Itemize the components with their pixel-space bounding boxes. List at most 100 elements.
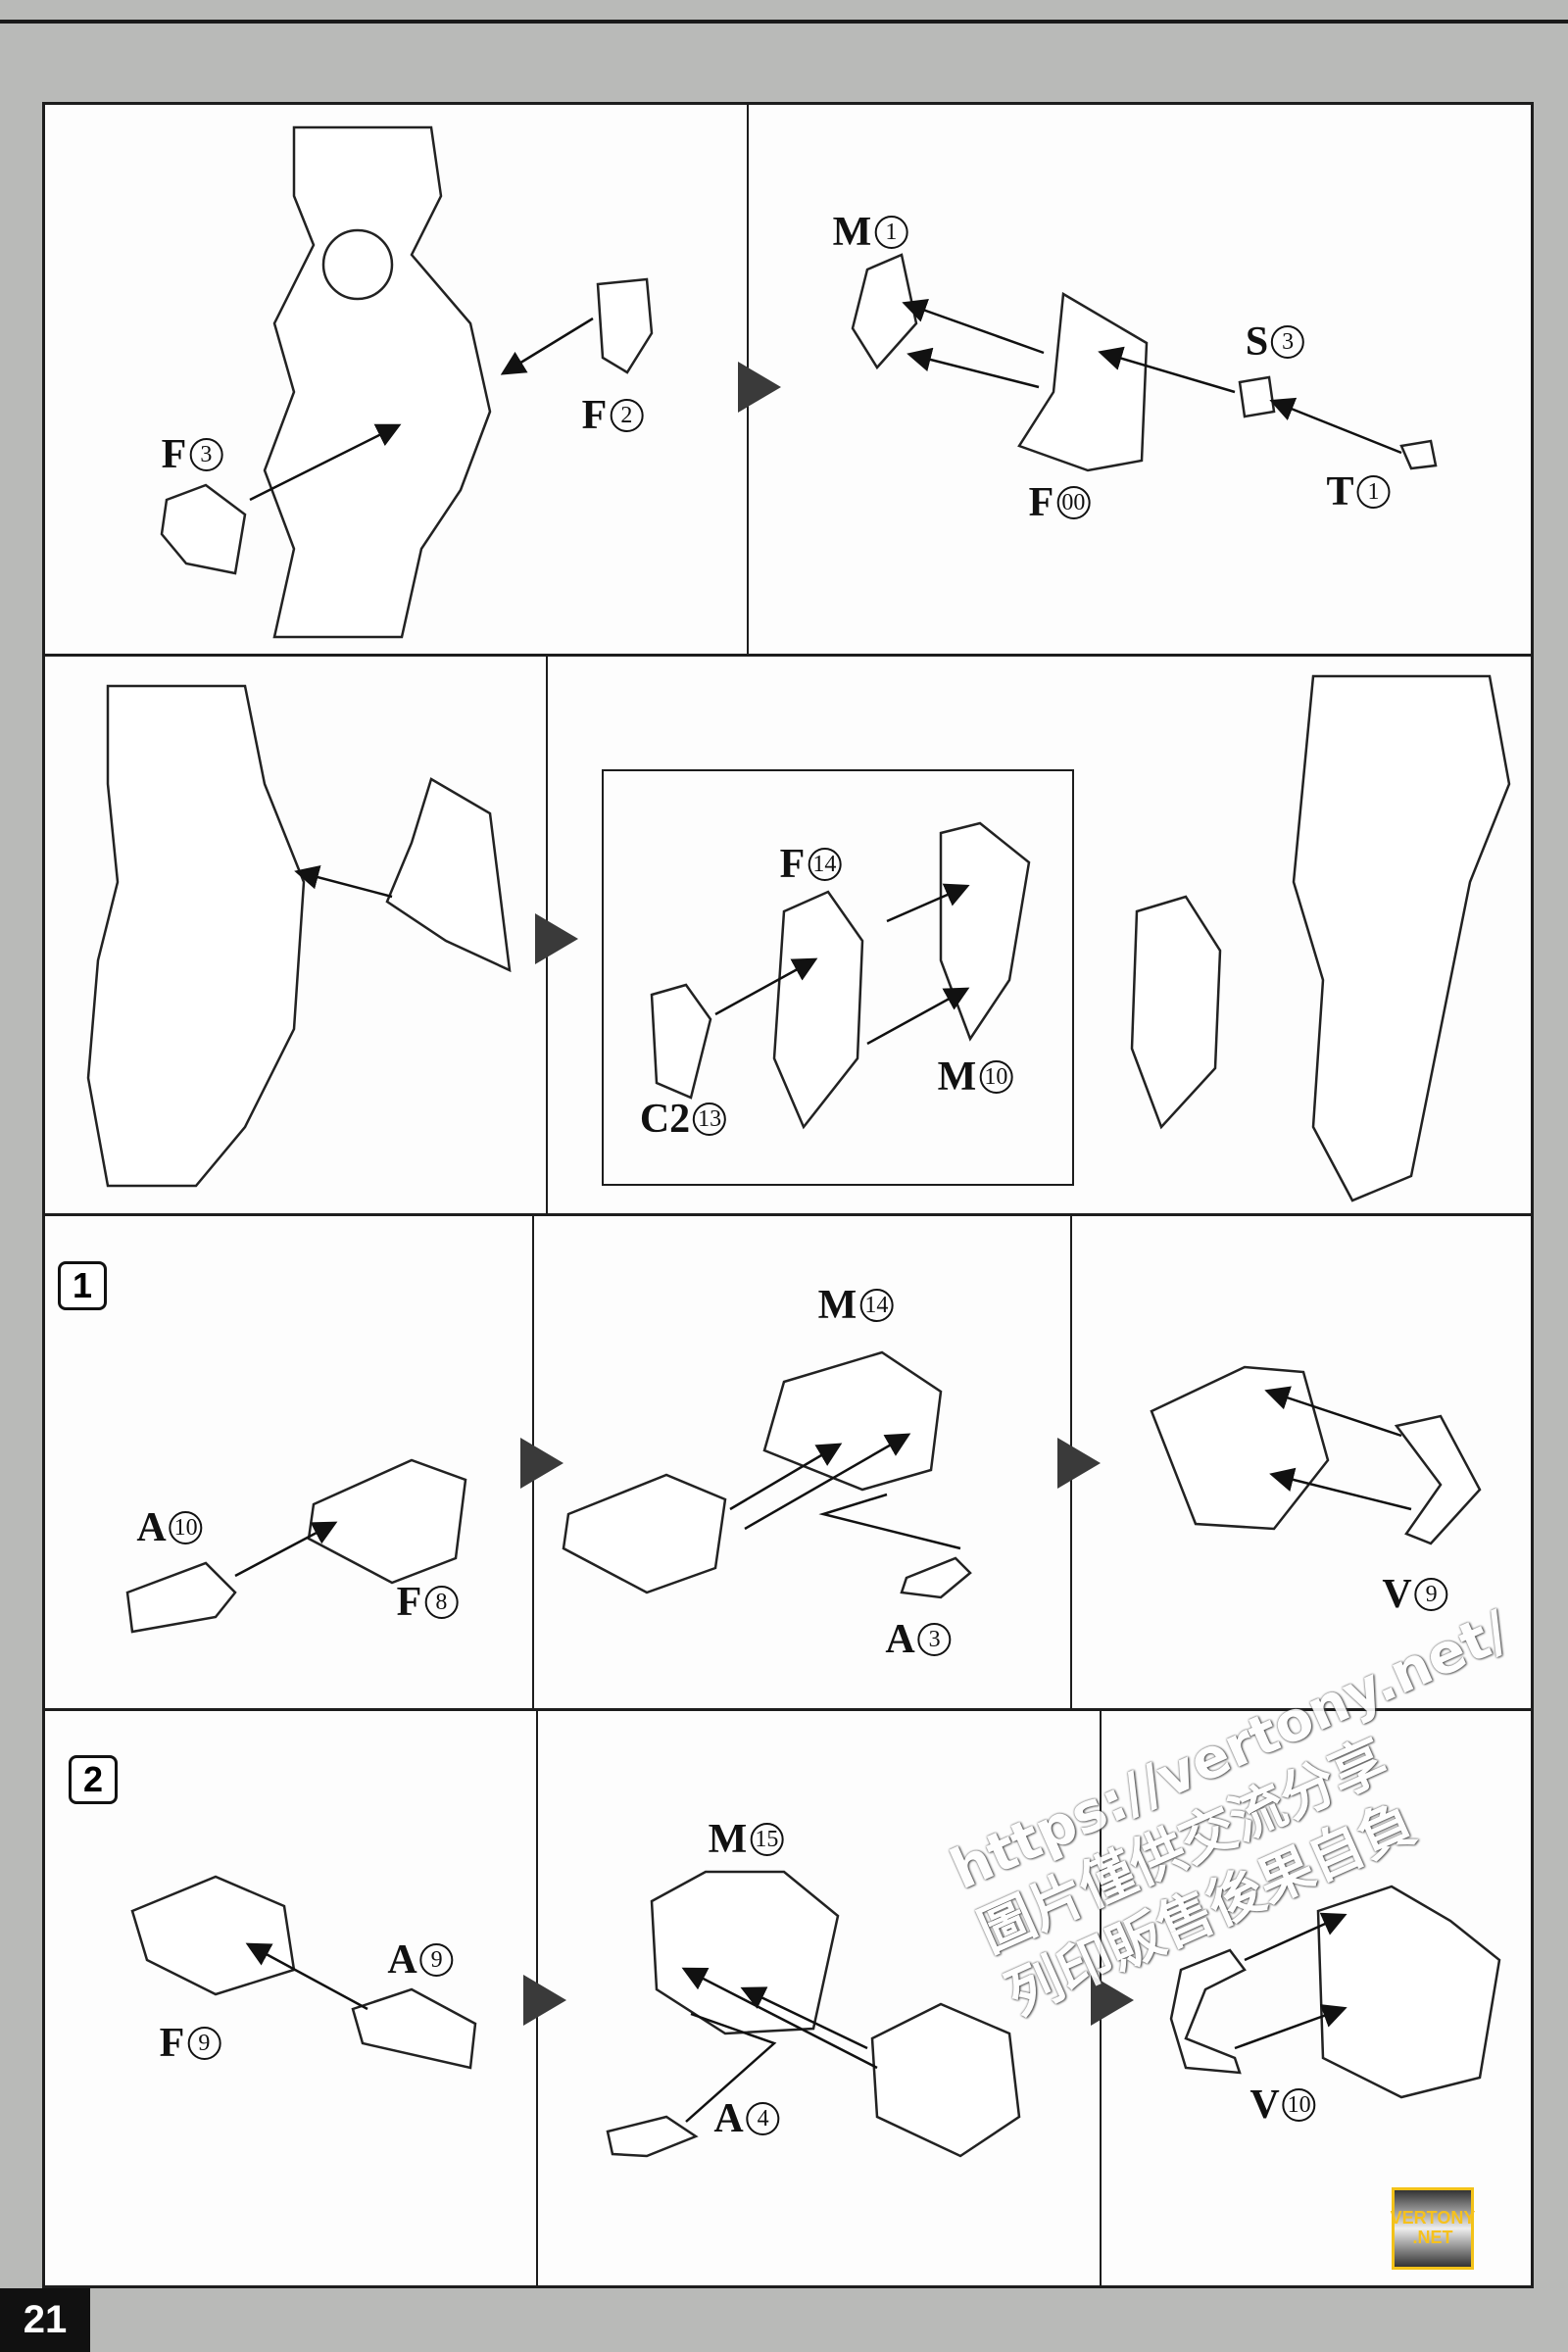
part-number: 10 xyxy=(1282,2088,1316,2122)
part-number: 3 xyxy=(1271,325,1305,359)
part-a4 xyxy=(606,2115,699,2158)
part-number: 14 xyxy=(808,848,842,881)
v-frame-assembly xyxy=(1150,1365,1330,1531)
part-letter: M xyxy=(817,1283,858,1328)
next-step-arrow-icon xyxy=(520,1438,564,1489)
part-f9-assembled xyxy=(870,2002,1021,2158)
part-letter: F xyxy=(159,2021,185,2066)
step-number: 1 xyxy=(58,1261,107,1310)
part-number: 2 xyxy=(610,399,644,432)
part-letter: A xyxy=(713,2096,744,2141)
part-letter: T xyxy=(1326,469,1354,514)
row-divider xyxy=(42,1213,1534,1216)
part-s3 xyxy=(1238,375,1276,418)
logo-text: .NET xyxy=(1412,2228,1453,2247)
part-letter: F xyxy=(396,1580,422,1625)
part-number: 9 xyxy=(1414,1578,1448,1611)
part-letter: V xyxy=(1382,1572,1412,1617)
part-number: 9 xyxy=(187,2027,221,2060)
next-step-arrow-icon xyxy=(523,1975,566,2026)
part-letter: M xyxy=(832,210,872,255)
part-number: 15 xyxy=(750,1823,784,1856)
sub-assembly-box xyxy=(602,769,1074,1186)
row-divider xyxy=(42,654,1534,657)
part-letter: F xyxy=(779,842,806,887)
part-f14 xyxy=(772,890,864,1130)
page-number: 21 xyxy=(0,2288,90,2352)
part-f2 xyxy=(596,277,654,374)
vertony-logo: VERTONY .NET xyxy=(1390,2187,1476,2270)
part-letter: A xyxy=(387,1937,417,1983)
part-number: 4 xyxy=(746,2102,780,2135)
part-v9 xyxy=(1394,1414,1482,1545)
part-number: 14 xyxy=(859,1289,894,1322)
assembled-knee-armor xyxy=(1130,895,1222,1130)
part-f00 xyxy=(1017,291,1149,472)
leg-assembly xyxy=(263,125,492,639)
part-m14 xyxy=(762,1350,943,1492)
part-m15 xyxy=(650,1870,840,2035)
part-v10 xyxy=(1169,1948,1247,2075)
leg-assembly xyxy=(1292,674,1511,1202)
part-letter: F xyxy=(581,393,608,438)
part-letter: M xyxy=(937,1054,977,1100)
leg-assembly xyxy=(86,684,306,1188)
part-a9 xyxy=(351,1987,477,2070)
part-letter: A xyxy=(885,1617,915,1662)
part-m10 xyxy=(939,821,1031,1042)
v-frame-assembly xyxy=(1316,1885,1501,2099)
part-number: 00 xyxy=(1056,486,1091,519)
part-f3 xyxy=(160,483,247,575)
part-c2-13 xyxy=(650,983,712,1100)
part-number: 3 xyxy=(917,1623,952,1656)
part-f8-assembled xyxy=(562,1473,727,1594)
part-letter: S xyxy=(1245,319,1269,365)
part-letter: V xyxy=(1250,2082,1280,2128)
part-letter: F xyxy=(1028,480,1054,525)
next-step-arrow-icon xyxy=(1057,1438,1101,1489)
part-number: 9 xyxy=(419,1943,454,1977)
part-number: 13 xyxy=(693,1102,727,1136)
part-number: 10 xyxy=(169,1511,203,1544)
row-divider xyxy=(42,1708,1534,1711)
part-f9 xyxy=(130,1875,296,1996)
knee-armor xyxy=(385,777,512,973)
part-letter: A xyxy=(136,1505,167,1550)
next-step-arrow-icon xyxy=(1091,1975,1134,2026)
part-number: 1 xyxy=(1356,475,1391,509)
top-rule xyxy=(0,20,1568,24)
part-letter: F xyxy=(161,432,187,477)
logo-text: VERTONY xyxy=(1390,2208,1476,2229)
part-number: 3 xyxy=(189,438,223,471)
next-step-arrow-icon xyxy=(738,362,781,413)
part-a3 xyxy=(900,1556,972,1599)
part-letter: M xyxy=(708,1817,748,1862)
part-number: 1 xyxy=(874,216,908,249)
part-letter: C2 xyxy=(639,1097,691,1142)
part-t1 xyxy=(1399,439,1438,470)
part-a10 xyxy=(125,1561,237,1634)
hip-joint xyxy=(321,228,394,301)
part-m1 xyxy=(851,253,918,370)
part-f8 xyxy=(307,1458,467,1585)
step-number: 2 xyxy=(69,1755,118,1804)
part-number: 10 xyxy=(979,1060,1013,1094)
part-number: 8 xyxy=(424,1586,459,1619)
